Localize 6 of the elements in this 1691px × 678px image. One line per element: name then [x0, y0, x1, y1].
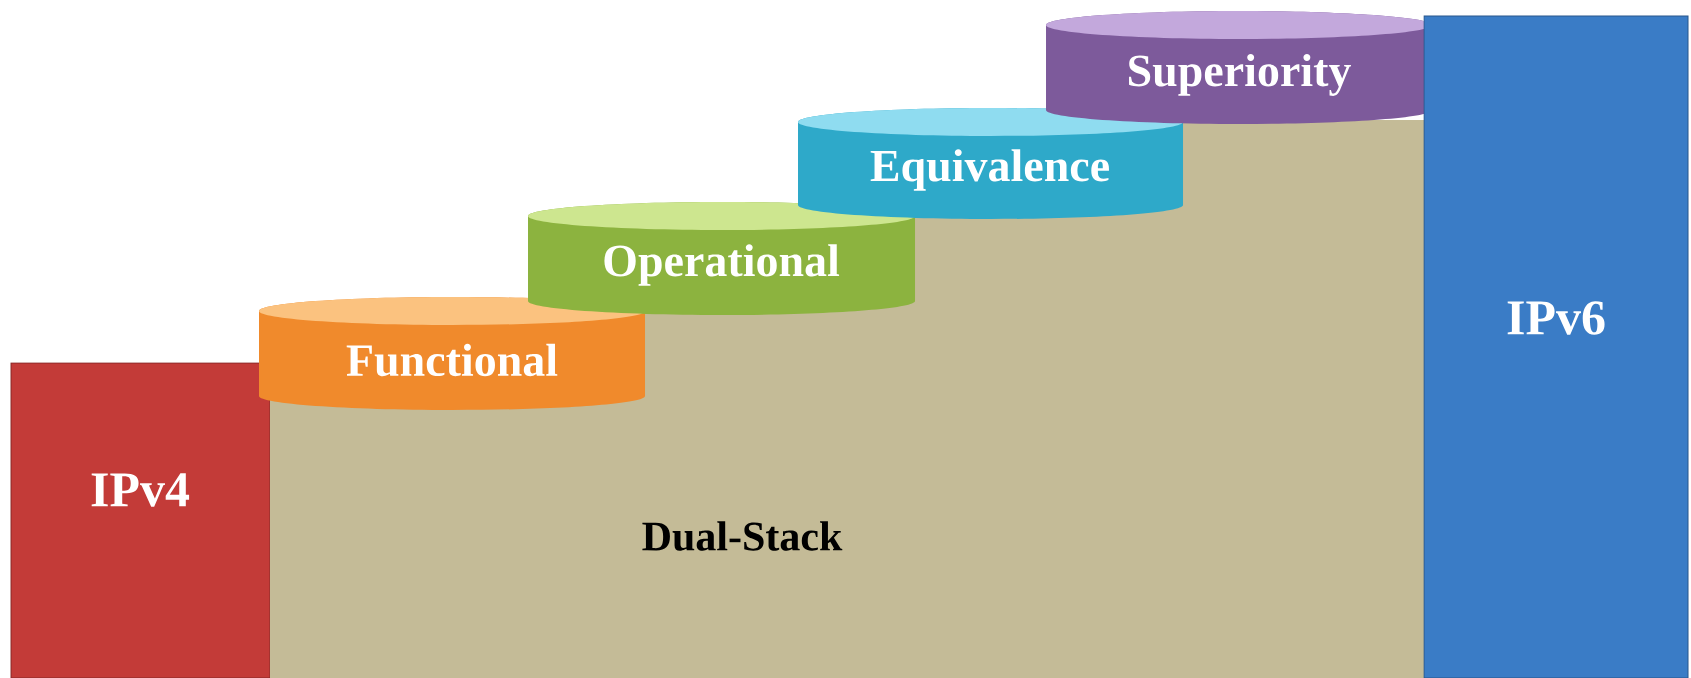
cylinder-step: Operational — [528, 202, 915, 315]
cylinder-step: Functional — [259, 297, 645, 410]
column-block: IPv6 — [1423, 15, 1689, 678]
column-block: IPv4 — [10, 362, 271, 678]
cylinder-step: Equivalence — [798, 108, 1183, 219]
cylinder-step: Superiority — [1046, 11, 1432, 124]
